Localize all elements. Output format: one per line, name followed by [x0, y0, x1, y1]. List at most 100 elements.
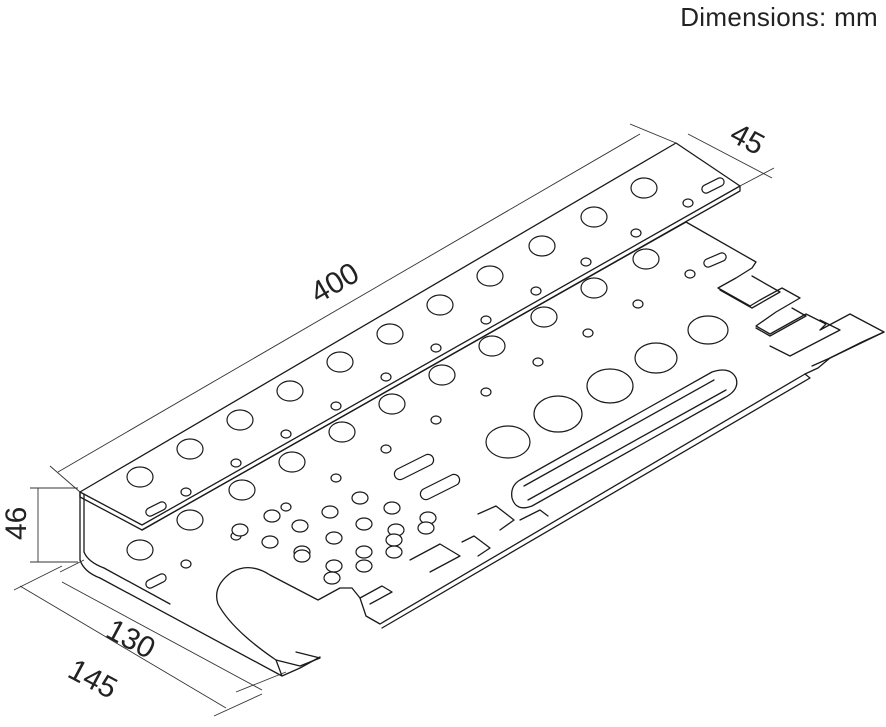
bottom-tab-4 — [477, 505, 515, 531]
flange-hole — [426, 294, 454, 316]
large-hole-2 — [533, 395, 583, 433]
flange-hole — [326, 351, 354, 373]
base-small-hole — [632, 299, 644, 309]
dim-145-ext-c — [213, 693, 263, 717]
dimension-lines: 400 45 46 130 145 — [0, 117, 775, 717]
dim-145-label: 145 — [63, 653, 123, 706]
dim-130-ext-a — [59, 559, 85, 573]
mid-slot-2-inner — [421, 475, 459, 499]
grid-hole — [325, 559, 343, 573]
grid-hole — [417, 521, 435, 535]
flange-hole — [376, 323, 404, 345]
dim-400-ext-right — [629, 123, 677, 144]
dim-130-line — [61, 581, 263, 691]
base-hole — [228, 479, 256, 501]
grid-hole — [293, 549, 311, 563]
grid-hole — [355, 559, 373, 573]
tab-right-2 — [755, 307, 807, 337]
grid-hole — [261, 535, 279, 549]
grid-hole — [325, 531, 343, 545]
tab-right-3 — [769, 319, 841, 357]
bottom-tab-3 — [461, 535, 491, 557]
base-small-hole — [532, 357, 544, 367]
dim-145-line — [19, 585, 227, 709]
base-small-hole — [280, 502, 292, 512]
base-hole — [478, 335, 506, 357]
units-label: Dimensions: mm — [680, 2, 878, 32]
dim-145-ext-a — [13, 565, 63, 591]
front-tab-left — [275, 651, 321, 667]
flange-end-slot-left-inner — [146, 502, 166, 516]
base-small-hole — [480, 387, 492, 397]
bottom-tab-1 — [359, 585, 393, 605]
dim-145-ext-b — [235, 671, 287, 693]
base-hole — [328, 421, 356, 443]
dim-45-line — [687, 133, 773, 179]
base-hole — [428, 364, 456, 386]
flange-hole — [276, 380, 304, 402]
flange-small-hole — [430, 343, 442, 353]
dim-130-label: 130 — [101, 613, 161, 666]
holes — [126, 177, 729, 589]
large-hole-5 — [687, 315, 729, 345]
flange-small-hole — [530, 286, 542, 296]
base-small-hole — [180, 559, 192, 569]
flange-small-hole — [682, 198, 694, 208]
large-hole-1 — [485, 425, 531, 459]
bottom-tab-5 — [519, 509, 549, 521]
grid-hole — [231, 523, 249, 537]
mid-slot-1-inner — [395, 455, 433, 479]
bottom-bend-inner — [83, 551, 105, 569]
flange-hole — [528, 235, 556, 257]
grid-hole — [383, 501, 401, 515]
grid-hole — [321, 505, 339, 519]
base-small-hole — [330, 473, 342, 483]
bracket-outline — [79, 142, 885, 677]
base-small-hole — [430, 415, 442, 425]
base-hole — [278, 451, 306, 473]
base-hole — [580, 277, 608, 299]
tab-right-1 — [719, 275, 781, 309]
flange-small-hole — [180, 487, 192, 497]
flange-small-hole — [330, 401, 342, 411]
dim-45-label: 45 — [725, 117, 770, 162]
base-hole — [632, 248, 660, 270]
grid-hole — [385, 545, 403, 559]
wall-top-back — [141, 221, 687, 531]
flange-hole — [580, 206, 608, 228]
flange-hole — [476, 265, 504, 287]
large-hole-3 — [586, 368, 634, 404]
base-hole — [176, 509, 204, 531]
base-hole — [530, 306, 558, 328]
dim-400-line — [57, 133, 641, 473]
dim-400-label: 400 — [305, 256, 365, 310]
flange-small-hole — [630, 228, 642, 238]
base-end-slot-left-inner — [146, 574, 166, 588]
large-hole-4 — [634, 342, 678, 374]
flange-small-hole — [480, 315, 492, 325]
grid-hole — [385, 533, 403, 547]
bottom-bend — [79, 559, 101, 579]
flange-small-hole — [280, 429, 292, 439]
grid-hole — [355, 545, 373, 559]
flange-small-hole — [580, 257, 592, 267]
bottom-tab-2 — [409, 543, 461, 573]
base-small-hole — [684, 269, 696, 279]
flange-hole — [126, 466, 154, 488]
flange-end-slot-right-inner — [702, 178, 724, 193]
front-edge-lower — [381, 373, 811, 629]
flange-hole — [176, 438, 204, 460]
base-hole — [378, 393, 406, 415]
grid-hole — [355, 517, 373, 531]
long-slot-inner — [523, 379, 727, 501]
dim-46-label: 46 — [0, 507, 33, 540]
long-slot — [511, 369, 738, 509]
base-small-hole — [380, 444, 392, 454]
flange-small-hole — [380, 372, 392, 382]
flange-small-hole — [230, 458, 242, 468]
tab-right-4 — [811, 331, 885, 367]
base-end-slot-right-inner — [704, 253, 726, 267]
dim-45-ext — [739, 167, 775, 187]
base-small-hole — [582, 328, 594, 338]
